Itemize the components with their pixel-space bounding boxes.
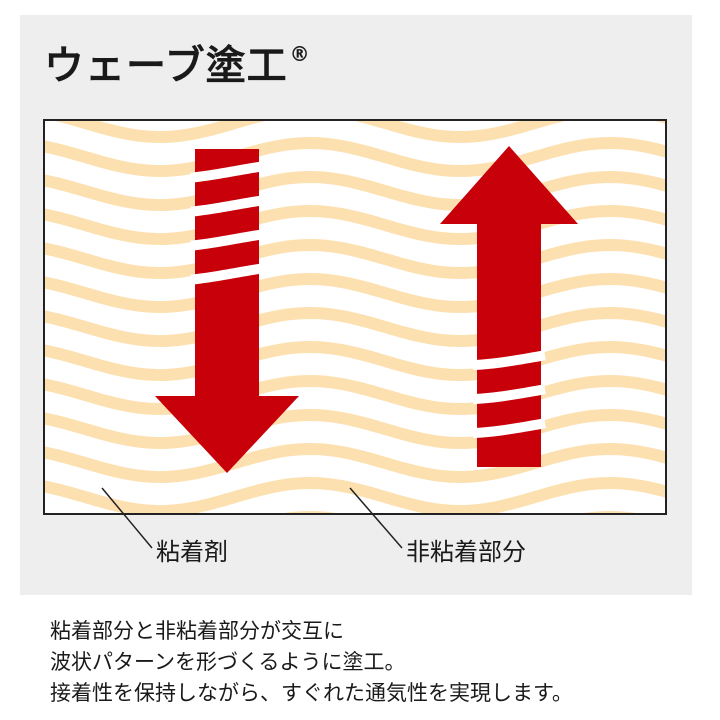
wave-stripe <box>45 136 665 178</box>
description-line-3: 接着性を保持しながら、すぐれた通気性を実現します。 <box>50 681 573 705</box>
wave-stripe <box>45 476 665 513</box>
arrow-gap-stripe <box>190 229 264 251</box>
wave-stripe <box>45 306 665 348</box>
wave-stripe <box>45 238 665 280</box>
non-adhesive-leader-line <box>349 487 403 549</box>
wave-stripe <box>45 442 665 484</box>
adhesive-wave-stripes <box>45 121 665 513</box>
adhesive-leader-line <box>101 487 153 549</box>
adhesive-label: 粘着剤 <box>156 538 228 566</box>
title-text: ウェーブ塗工 <box>44 43 288 89</box>
arrow-gap-stripe <box>472 384 546 405</box>
description: 粘着部分と非粘着部分が交互に 波状パターンを形づくるように塗工。 接着性を保持し… <box>50 616 573 709</box>
wave-stripe <box>45 340 665 382</box>
wave-stripe <box>45 374 665 416</box>
arrow-gap-stripe <box>190 263 264 285</box>
arrow-gap-stripe <box>190 161 264 183</box>
arrow-gap-stripe <box>472 418 546 439</box>
arrow-gap-stripe <box>190 195 264 217</box>
registered-mark: ® <box>289 42 311 66</box>
description-line-2: 波状パターンを形づくるように塗工。 <box>50 650 406 674</box>
description-line-1: 粘着部分と非粘着部分が交互に <box>50 619 344 643</box>
wave-stripe <box>55 121 665 144</box>
wave-pattern-canvas <box>45 121 665 513</box>
page-title: ウェーブ塗工® <box>44 44 311 86</box>
wave-stripe <box>45 170 665 212</box>
wave-coating-diagram <box>43 119 667 515</box>
arrow-gap-stripe <box>472 350 546 371</box>
wave-overlay-stripes <box>190 161 546 439</box>
wave-stripe <box>45 408 665 450</box>
non-adhesive-label: 非粘着部分 <box>406 538 526 566</box>
wave-stripe <box>45 272 665 314</box>
